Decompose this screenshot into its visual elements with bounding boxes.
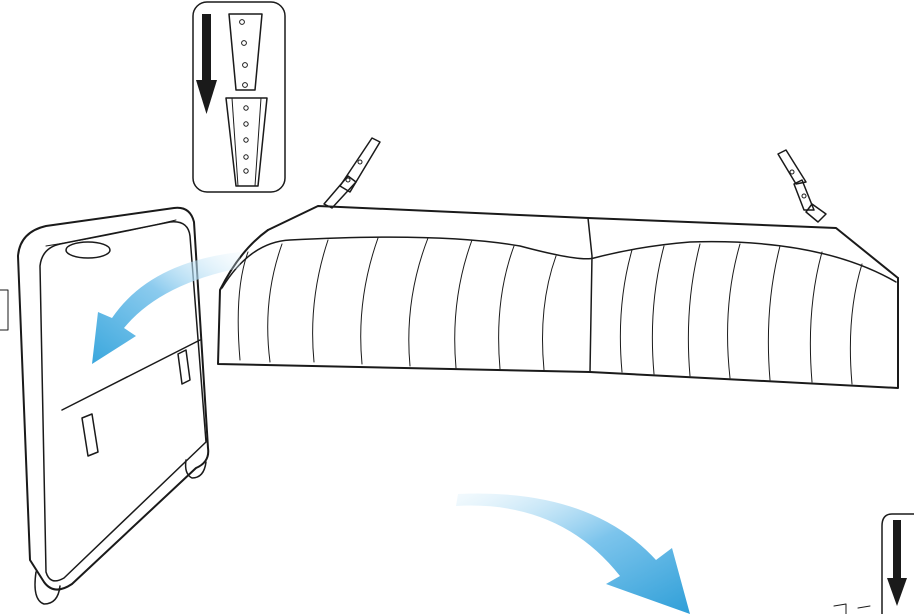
bracket-left xyxy=(324,138,380,208)
bracket-channel-lower xyxy=(226,98,267,186)
detail-inset-top xyxy=(193,2,285,192)
down-arrow-icon xyxy=(196,14,217,114)
handle-lower xyxy=(82,414,98,456)
down-arrow-icon xyxy=(887,520,907,606)
curved-arrow-icon xyxy=(456,494,690,614)
bracket-plate-upper xyxy=(229,14,262,90)
seat-base xyxy=(218,206,898,388)
bracket-right xyxy=(778,150,826,222)
handle-upper xyxy=(178,350,190,384)
detail-inset-bottom-right xyxy=(834,514,914,614)
